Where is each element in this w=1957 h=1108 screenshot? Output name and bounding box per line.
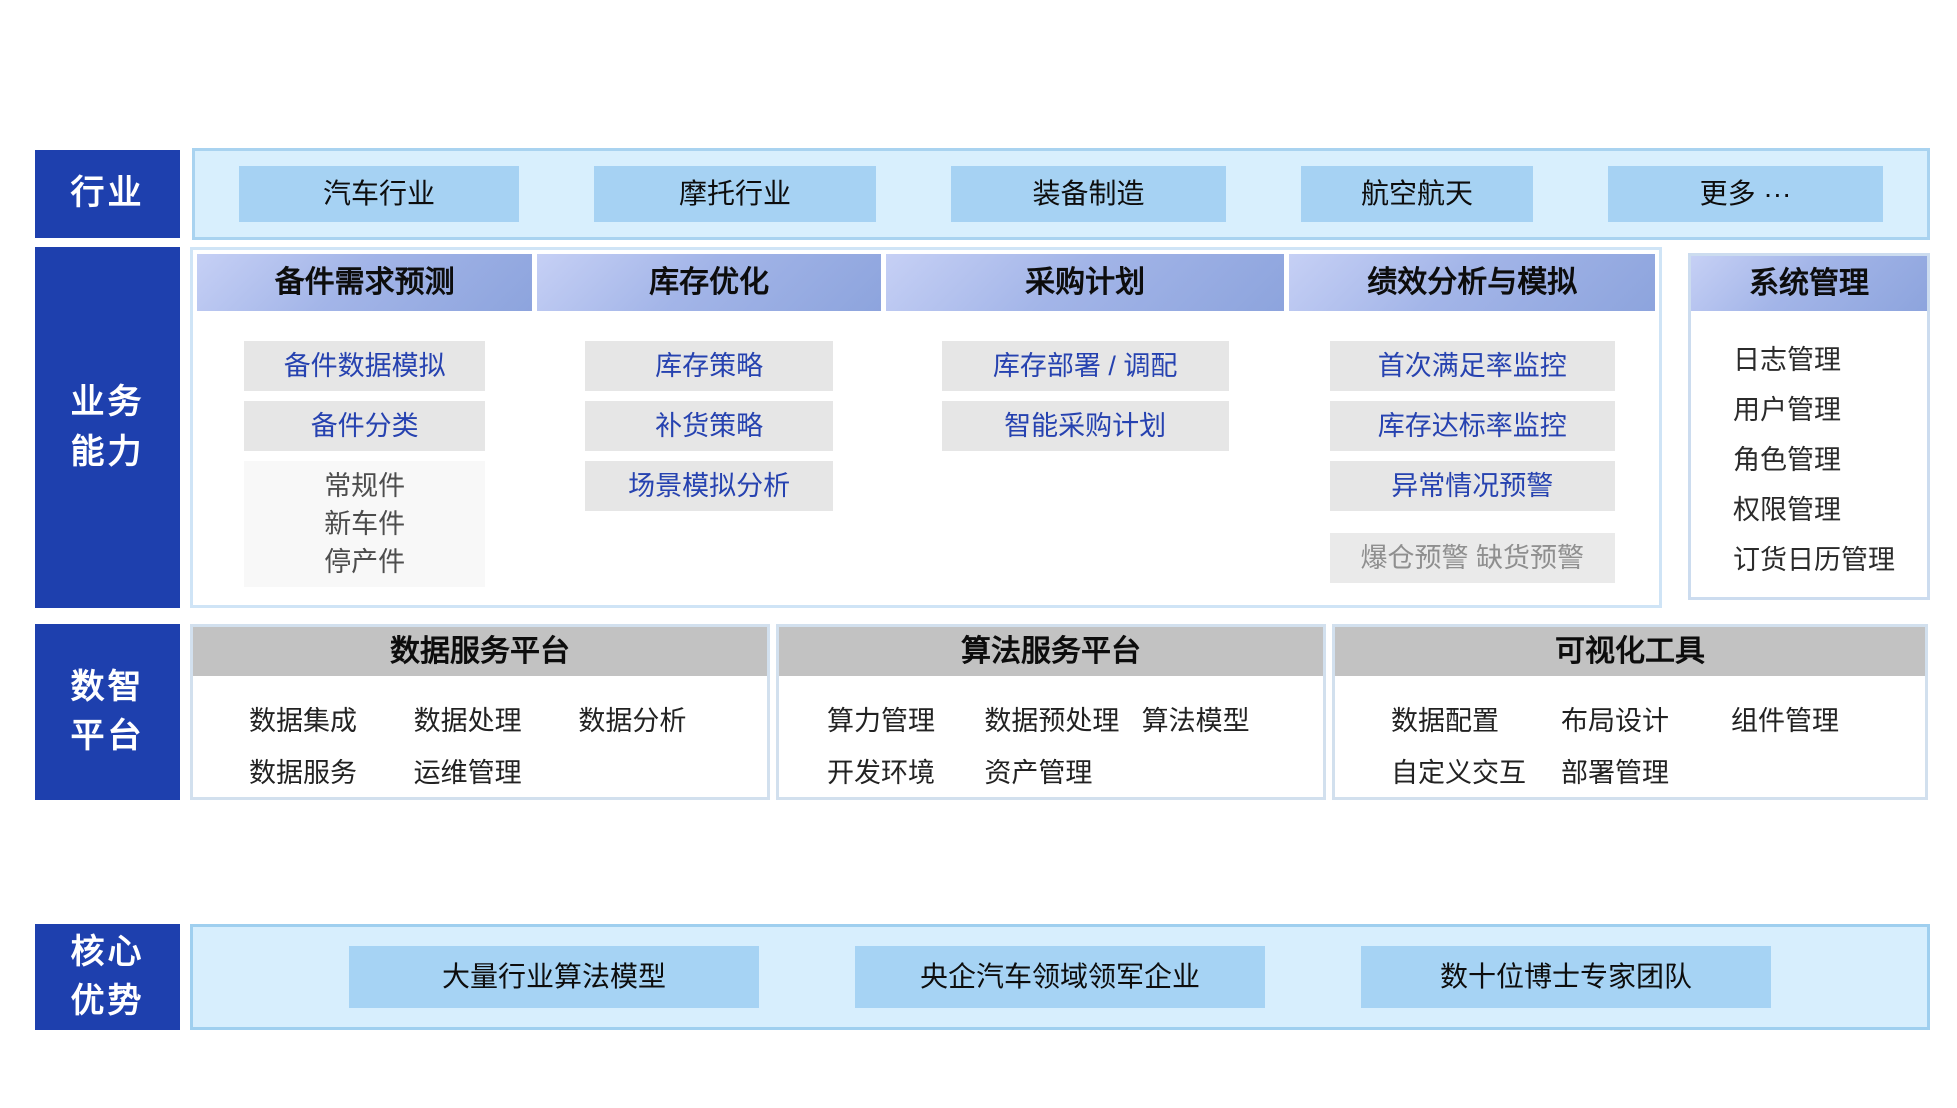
data-service-platform-box: 数据服务平台 数据集成 数据处理 数据分析 数据服务 运维管理 xyxy=(190,624,770,800)
column-body-spare-parts-forecast: 备件数据模拟 备件分类 常规件 新车件 停产件 xyxy=(197,311,532,601)
visualization-tools-box: 可视化工具 数据配置 布局设计 组件管理 自定义交互 部署管理 xyxy=(1332,624,1928,800)
item-asset-management: 资产管理 xyxy=(984,758,1093,788)
industry-tab-bar: 汽车行业 摩托行业 装备制造 航空航天 更多 ··· xyxy=(192,148,1930,240)
column-header-spare-parts-forecast: 备件需求预测 xyxy=(197,254,533,311)
item-data-analysis: 数据分析 xyxy=(578,706,687,736)
item-data-integration: 数据集成 xyxy=(249,706,357,736)
visualization-tools-items: 数据配置 布局设计 组件管理 自定义交互 部署管理 xyxy=(1335,676,1925,794)
item-data-processing: 数据处理 xyxy=(413,706,522,736)
column-body-inventory-optimization: 库存策略 补货策略 场景模拟分析 xyxy=(537,311,880,601)
item-deployment-management: 部署管理 xyxy=(1561,758,1669,788)
item-computing-power-management: 算力管理 xyxy=(827,706,935,736)
item-user-management: 用户管理 xyxy=(1733,395,1841,425)
chip-inventory-compliance-monitoring[interactable]: 库存达标率监控 xyxy=(1329,401,1615,451)
sidebar-label-platform-line1: 数智 xyxy=(70,667,145,706)
item-order-calendar-management: 订货日历管理 xyxy=(1733,545,1895,575)
item-data-service: 数据服务 xyxy=(249,758,357,788)
sidebar-label-core-advantage: 核心 优势 xyxy=(35,924,180,1030)
chip-scenario-simulation-analysis[interactable]: 场景模拟分析 xyxy=(585,461,833,511)
sidebar-label-advantage-line1: 核心 xyxy=(70,932,145,971)
sidebar-label-advantage-line2: 优势 xyxy=(70,982,145,1020)
chip-abnormal-situation-warning[interactable]: 异常情况预警 xyxy=(1329,461,1615,511)
sidebar-label-industry-text: 行业 xyxy=(70,174,145,213)
item-component-management: 组件管理 xyxy=(1731,706,1839,736)
chip-inventory-strategy[interactable]: 库存策略 xyxy=(585,341,833,391)
sidebar-label-business-line2: 能力 xyxy=(70,432,145,471)
column-spare-parts-forecast: 备件需求预测 备件数据模拟 备件分类 常规件 新车件 停产件 xyxy=(197,254,533,601)
chip-replenishment-strategy[interactable]: 补货策略 xyxy=(585,401,833,451)
data-service-platform-header: 数据服务平台 xyxy=(193,627,767,676)
tab-more[interactable]: 更多 ··· xyxy=(1608,166,1883,222)
tab-auto-industry[interactable]: 汽车行业 xyxy=(239,166,519,222)
system-management-box: 系统管理 日志管理 用户管理 角色管理 权限管理 订货日历管理 xyxy=(1688,253,1930,600)
sidebar-label-business-capability: 业务 能力 xyxy=(35,247,180,608)
column-header-performance-analysis: 绩效分析与模拟 xyxy=(1289,254,1655,311)
visualization-tools-header: 可视化工具 xyxy=(1335,627,1925,676)
spare-types-panel: 常规件 新车件 停产件 xyxy=(243,461,486,587)
item-algorithm-model: 算法模型 xyxy=(1141,706,1250,736)
core-advantages-bar: 大量行业算法模型 央企汽车领域领军企业 数十位博士专家团队 xyxy=(190,924,1930,1030)
column-inventory-optimization: 库存优化 库存策略 补货策略 场景模拟分析 xyxy=(537,254,881,601)
column-header-inventory-optimization: 库存优化 xyxy=(537,254,881,311)
chip-spare-classification[interactable]: 备件分类 xyxy=(243,401,486,451)
chip-overstock-shortage-warning: 爆仓预警 缺货预警 xyxy=(1329,533,1615,583)
item-new-car-parts: 新车件 xyxy=(324,509,406,539)
column-body-performance-analysis: 首次满足率监控 库存达标率监控 异常情况预警 爆仓预警 缺货预警 xyxy=(1289,311,1655,601)
item-regular-parts: 常规件 xyxy=(324,471,406,501)
algorithm-service-platform-box: 算法服务平台 算力管理 数据预处理 算法模型 开发环境 资产管理 xyxy=(776,624,1326,800)
algorithm-service-platform-header: 算法服务平台 xyxy=(779,627,1323,676)
business-capability-panel: 备件需求预测 备件数据模拟 备件分类 常规件 新车件 停产件 库存优化 库存策略… xyxy=(190,247,1662,608)
item-role-management: 角色管理 xyxy=(1733,445,1841,475)
sidebar-label-business-line1: 业务 xyxy=(70,383,145,422)
chip-spare-data-simulation[interactable]: 备件数据模拟 xyxy=(243,341,486,391)
item-ops-management: 运维管理 xyxy=(413,758,522,788)
item-dev-environment: 开发环境 xyxy=(827,758,935,788)
advantage-industry-algorithm-models: 大量行业算法模型 xyxy=(349,946,759,1008)
item-data-preprocessing: 数据预处理 xyxy=(984,706,1120,736)
chip-smart-procurement-plan[interactable]: 智能采购计划 xyxy=(941,401,1229,451)
sidebar-label-industry: 行业 xyxy=(35,150,180,238)
item-permission-management: 权限管理 xyxy=(1733,495,1841,525)
item-log-management: 日志管理 xyxy=(1733,345,1841,375)
system-management-header: 系统管理 xyxy=(1691,256,1927,311)
column-body-procurement-plan: 库存部署 / 调配 智能采购计划 xyxy=(886,311,1285,601)
sidebar-label-platform-line2: 平台 xyxy=(70,717,145,755)
tab-motorcycle-industry[interactable]: 摩托行业 xyxy=(594,166,876,222)
column-performance-analysis: 绩效分析与模拟 首次满足率监控 库存达标率监控 异常情况预警 爆仓预警 缺货预警 xyxy=(1289,254,1655,601)
item-data-configuration: 数据配置 xyxy=(1391,706,1499,736)
system-management-items: 日志管理 用户管理 角色管理 权限管理 订货日历管理 xyxy=(1691,311,1927,585)
tab-aerospace[interactable]: 航空航天 xyxy=(1301,166,1533,222)
advantage-phd-expert-team: 数十位博士专家团队 xyxy=(1361,946,1771,1008)
column-procurement-plan: 采购计划 库存部署 / 调配 智能采购计划 xyxy=(885,254,1285,601)
tab-equipment-manufacturing[interactable]: 装备制造 xyxy=(951,166,1226,222)
chip-first-fill-rate-monitoring[interactable]: 首次满足率监控 xyxy=(1329,341,1615,391)
item-discontinued-parts: 停产件 xyxy=(324,547,406,577)
sidebar-label-digital-platform: 数智 平台 xyxy=(35,624,180,800)
item-custom-interaction: 自定义交互 xyxy=(1391,758,1526,788)
data-service-platform-items: 数据集成 数据处理 数据分析 数据服务 运维管理 xyxy=(193,676,767,794)
chip-inventory-deployment-allocation[interactable]: 库存部署 / 调配 xyxy=(941,341,1229,391)
column-header-procurement-plan: 采购计划 xyxy=(885,254,1285,311)
algorithm-service-platform-items: 算力管理 数据预处理 算法模型 开发环境 资产管理 xyxy=(779,676,1323,794)
advantage-leading-enterprise: 央企汽车领域领军企业 xyxy=(855,946,1265,1008)
item-layout-design: 布局设计 xyxy=(1561,706,1669,736)
